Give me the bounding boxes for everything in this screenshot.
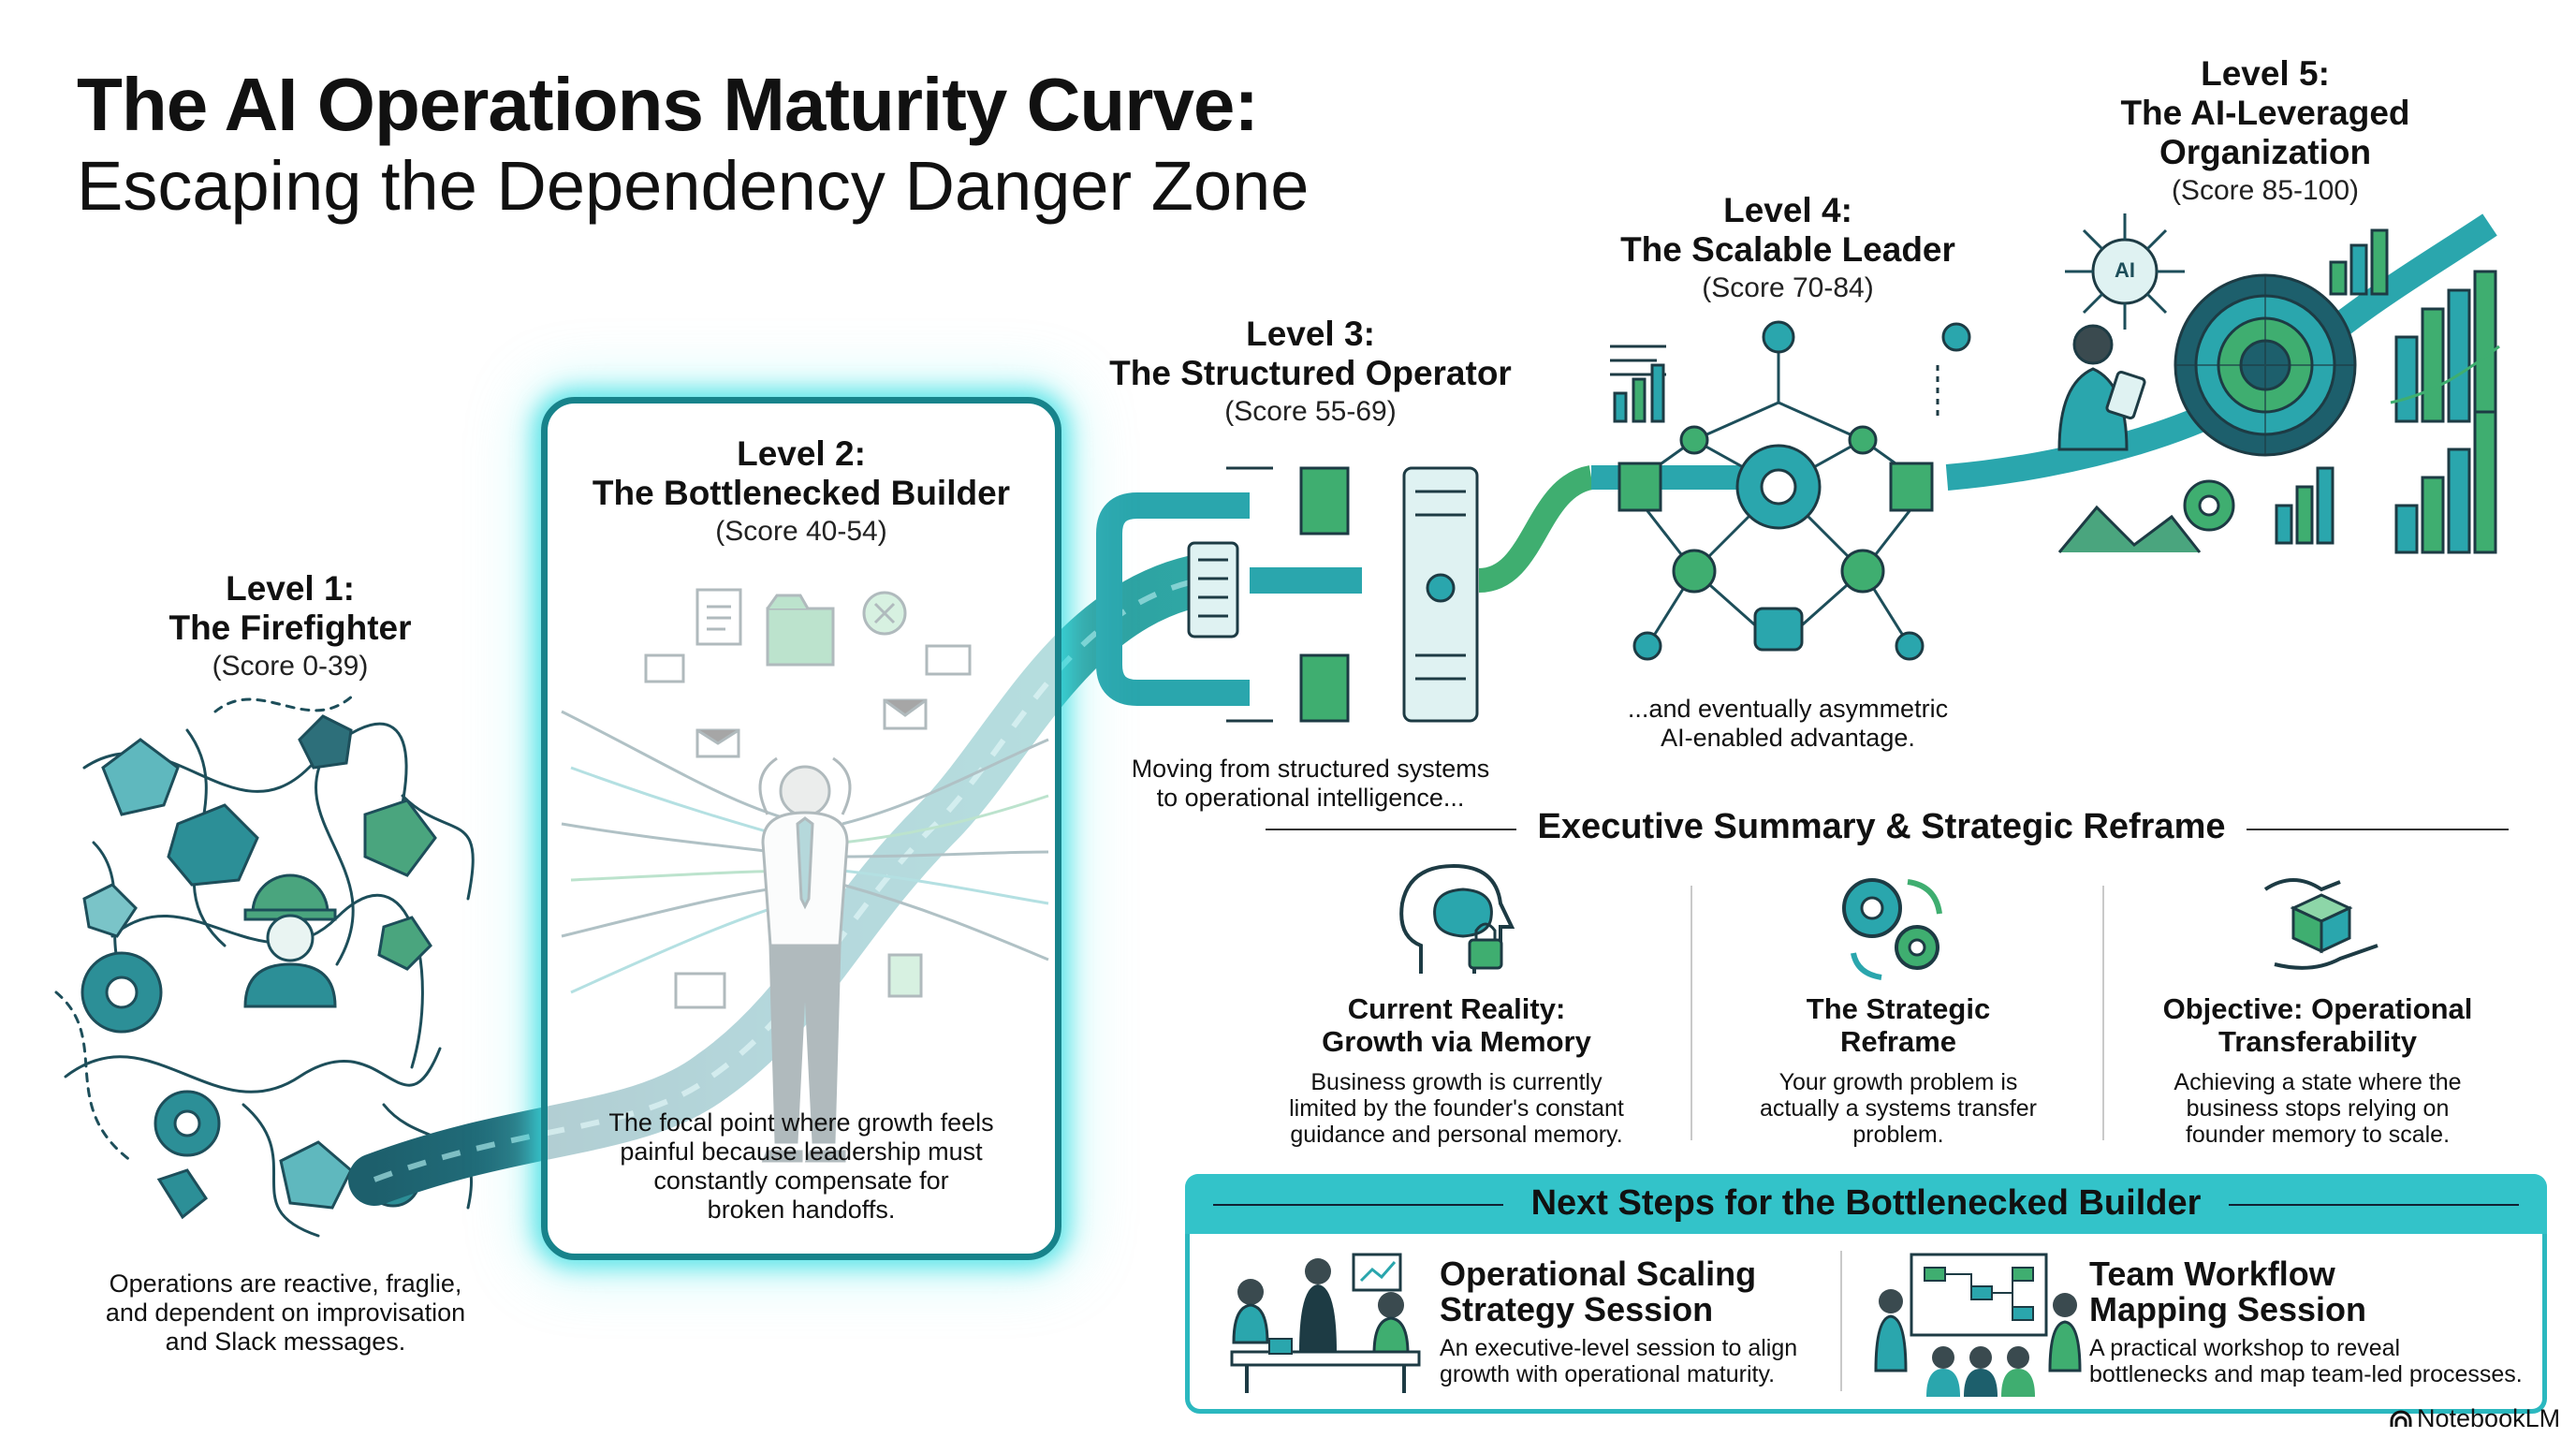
level-5-number: Level 5: <box>2201 54 2330 93</box>
page-title: The AI Operations Maturity Curve: <box>77 63 1259 146</box>
next-steps-rule-left <box>1213 1204 1503 1206</box>
next-step-text: bottlenecks and map team-led processes. <box>2089 1361 2523 1387</box>
level-3-score: (Score 55-69) <box>1224 396 1397 427</box>
level-5-name: Organization <box>2159 133 2372 171</box>
summary-card-text: problem. <box>1852 1122 1944 1148</box>
summary-card-text: actually a systems transfer <box>1760 1095 2037 1122</box>
level-2-desc-line: The focal point where growth feels <box>608 1108 994 1137</box>
level-4-description: ...and eventually asymmetric AI-enabled … <box>1610 695 1966 753</box>
level-4-desc-line: ...and eventually asymmetric <box>1627 695 1949 723</box>
summary-title: Executive Summary & Strategic Reframe <box>1537 807 2226 846</box>
summary-card-text: Your growth problem is <box>1778 1069 2018 1095</box>
level-5-name: The AI-Leveraged <box>2120 94 2410 132</box>
next-step-text: An executive-level session to align <box>1440 1335 1798 1361</box>
next-step-heading: Operational Scaling <box>1440 1255 1757 1293</box>
level-4-number: Level 4: <box>1723 191 1852 229</box>
workshop-board-icon <box>1874 1253 2082 1397</box>
next-step-strategy-session[interactable]: Operational Scaling Strategy Session An … <box>1440 1255 1833 1388</box>
level-2-score: (Score 40-54) <box>715 516 887 547</box>
summary-card-reality: Current Reality: Growth via Memory Busin… <box>1251 992 1662 1148</box>
summary-divider <box>2102 886 2104 1140</box>
level-2-description: The focal point where growth feels painf… <box>562 1108 1041 1225</box>
next-step-text: growth with operational maturity. <box>1440 1361 1776 1387</box>
level-5-score: (Score 85-100) <box>2171 175 2360 206</box>
brain-lock-icon <box>1399 863 1515 974</box>
summary-card-text: Achieving a state where the <box>2174 1069 2462 1095</box>
firefighter-figure <box>243 873 337 1008</box>
scalable-network <box>1591 320 1971 661</box>
summary-card-text: limited by the founder's constant <box>1289 1095 1624 1122</box>
summary-card-heading: Growth via Memory <box>1322 1025 1591 1058</box>
summary-card-heading: Reframe <box>1839 1025 1957 1058</box>
level-1-label: Level 1: The Firefighter (Score 0-39) <box>122 569 459 685</box>
summary-card-heading: Objective: Operational <box>2162 992 2473 1025</box>
level-2-desc-line: painful because leadership must <box>620 1137 983 1166</box>
level-1-desc-line: and dependent on improvisation <box>105 1299 466 1327</box>
summary-card-reframe: The Strategic Reframe Your growth proble… <box>1702 992 2095 1148</box>
summary-rule-left <box>1266 829 1516 830</box>
summary-card-heading: Current Reality: <box>1347 992 1566 1025</box>
level-4-desc-line: AI-enabled advantage. <box>1661 724 1915 752</box>
level-1-description: Operations are reactive, fraglie, and de… <box>66 1269 505 1357</box>
level-1-number: Level 1: <box>226 569 355 608</box>
summary-divider <box>1690 886 1692 1140</box>
level-2-highlight-card <box>541 397 1061 1260</box>
next-step-heading: Mapping Session <box>2089 1290 2367 1328</box>
summary-card-objective: Objective: Operational Transferability A… <box>2112 992 2524 1148</box>
hands-cube-icon <box>2263 878 2378 970</box>
brand-label: NotebookLM <box>2417 1404 2561 1432</box>
ai-leveraged-hub <box>1945 213 2500 554</box>
summary-card-heading: The Strategic <box>1806 992 1991 1025</box>
summary-card-text: founder memory to scale. <box>2185 1122 2451 1148</box>
summary-card-heading: Transferability <box>2218 1025 2417 1058</box>
summary-rule-right <box>2247 829 2509 830</box>
next-step-text: A practical workshop to reveal <box>2089 1335 2401 1361</box>
level-3-desc-line: to operational intelligence... <box>1156 784 1465 812</box>
meeting-table-icon <box>1230 1253 1421 1393</box>
level-4-name: The Scalable Leader <box>1620 230 1955 269</box>
gears-cycle-icon <box>1842 878 1942 980</box>
level-2-label: Level 2: The Bottlenecked Builder (Score… <box>552 434 1050 550</box>
ai-badge-label: AI <box>2115 258 2135 282</box>
level-1-desc-line: Operations are reactive, fraglie, <box>109 1269 462 1298</box>
level-2-name: The Bottlenecked Builder <box>592 474 1011 512</box>
level-3-number: Level 3: <box>1246 315 1375 353</box>
level-3-label: Level 3: The Structured Operator (Score … <box>1076 315 1544 431</box>
notebooklm-logo-icon <box>2390 1410 2412 1427</box>
chaos-blobs <box>82 714 437 1220</box>
level-1-desc-line: and Slack messages. <box>165 1328 406 1356</box>
level-2-desc-line: constantly compensate for <box>653 1167 949 1195</box>
next-step-heading: Strategy Session <box>1440 1290 1714 1328</box>
next-steps-title: Next Steps for the Bottlenecked Builder <box>1530 1183 2202 1223</box>
level-1-score: (Score 0-39) <box>212 651 369 682</box>
level-3-description: Moving from structured systems to operat… <box>1105 755 1516 813</box>
level-4-score: (Score 70-84) <box>1702 272 1874 303</box>
next-step-heading: Team Workflow <box>2089 1255 2335 1293</box>
summary-card-text: guidance and personal memory. <box>1290 1122 1623 1148</box>
summary-card-text: Business growth is currently <box>1310 1069 1603 1095</box>
summary-card-text: business stops relying on <box>2186 1095 2450 1122</box>
level-1-name: The Firefighter <box>168 609 412 647</box>
level-2-number: Level 2: <box>737 434 866 473</box>
page-subtitle: Escaping the Dependency Danger Zone <box>77 147 1310 225</box>
next-steps-rule-right <box>2229 1204 2519 1206</box>
level-4-label: Level 4: The Scalable Leader (Score 70-8… <box>1591 191 1984 307</box>
next-step-workflow-session[interactable]: Team Workflow Mapping Session A practica… <box>2089 1255 2539 1388</box>
structured-system <box>1096 465 1595 723</box>
next-steps-divider <box>1840 1251 1842 1391</box>
level-3-name: The Structured Operator <box>1109 354 1512 392</box>
level-5-label: Level 5: The AI-Leveraged Organization (… <box>2078 54 2452 210</box>
level-3-desc-line: Moving from structured systems <box>1131 755 1490 783</box>
level-2-desc-line: broken handoffs. <box>707 1196 896 1224</box>
